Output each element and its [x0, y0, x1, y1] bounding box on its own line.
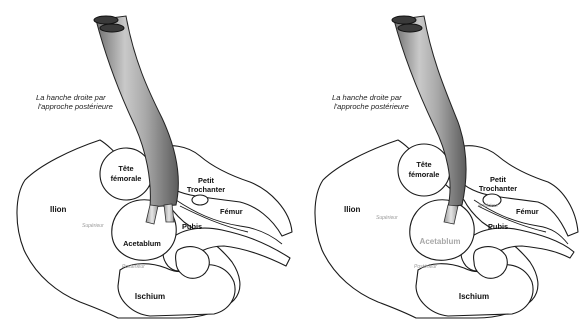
pelvis-outline [315, 140, 578, 318]
label-superieur: Supérieur [376, 215, 398, 221]
label-ilion: Ilion [344, 205, 361, 214]
tube-opening-2 [398, 24, 422, 32]
label-ischium: Ischium [135, 292, 165, 301]
label-trochanter: Trochanter [479, 184, 517, 193]
label-femorale: fémorale [409, 170, 440, 179]
label-femur: Fémur [516, 207, 539, 216]
panel-left: La hanche droite par l'approche postérie… [17, 16, 292, 318]
label-superieur: Supérieur [82, 223, 104, 229]
tube-opening-1 [392, 16, 416, 24]
ischium-bone [118, 264, 235, 316]
label-tete: Tête [118, 164, 133, 173]
label-femorale: fémorale [111, 174, 142, 183]
label-pubis: Pubis [488, 222, 508, 231]
acetabulum-shape [410, 200, 474, 260]
ischium-bone [416, 264, 533, 316]
tube-opening-2 [100, 24, 124, 32]
label-trochanter: Trochanter [187, 185, 225, 194]
label-posterieur: Postérieur [414, 264, 437, 270]
obturator-foramen [176, 247, 210, 279]
petit-trochanter-shape [192, 195, 208, 205]
label-petit: Petit [490, 175, 507, 184]
panel-right: La hanche droite par l'approche postérie… [315, 16, 578, 318]
label-ischium: Ischium [459, 292, 489, 301]
obturator-foramen [474, 247, 508, 279]
caption-line1: La hanche droite par [36, 93, 106, 102]
label-acetabulum: Acetablum [123, 239, 161, 248]
label-petit: Petit [198, 176, 215, 185]
caption-line1: La hanche droite par [332, 93, 402, 102]
prong-right [164, 204, 174, 222]
label-femur: Fémur [220, 207, 243, 216]
label-pubis: Pubis [182, 222, 202, 231]
label-ilion: Ilion [50, 205, 67, 214]
label-anterieur: Antérieur [477, 203, 499, 209]
tube-opening-1 [94, 16, 118, 24]
label-tete: Tête [416, 160, 431, 169]
caption-line2: l'approche postérieure [38, 102, 113, 111]
label-acetabulum: Acetablum [420, 237, 461, 246]
label-posterieur: Postérieur [122, 264, 145, 270]
caption-line2: l'approche postérieure [334, 102, 409, 111]
